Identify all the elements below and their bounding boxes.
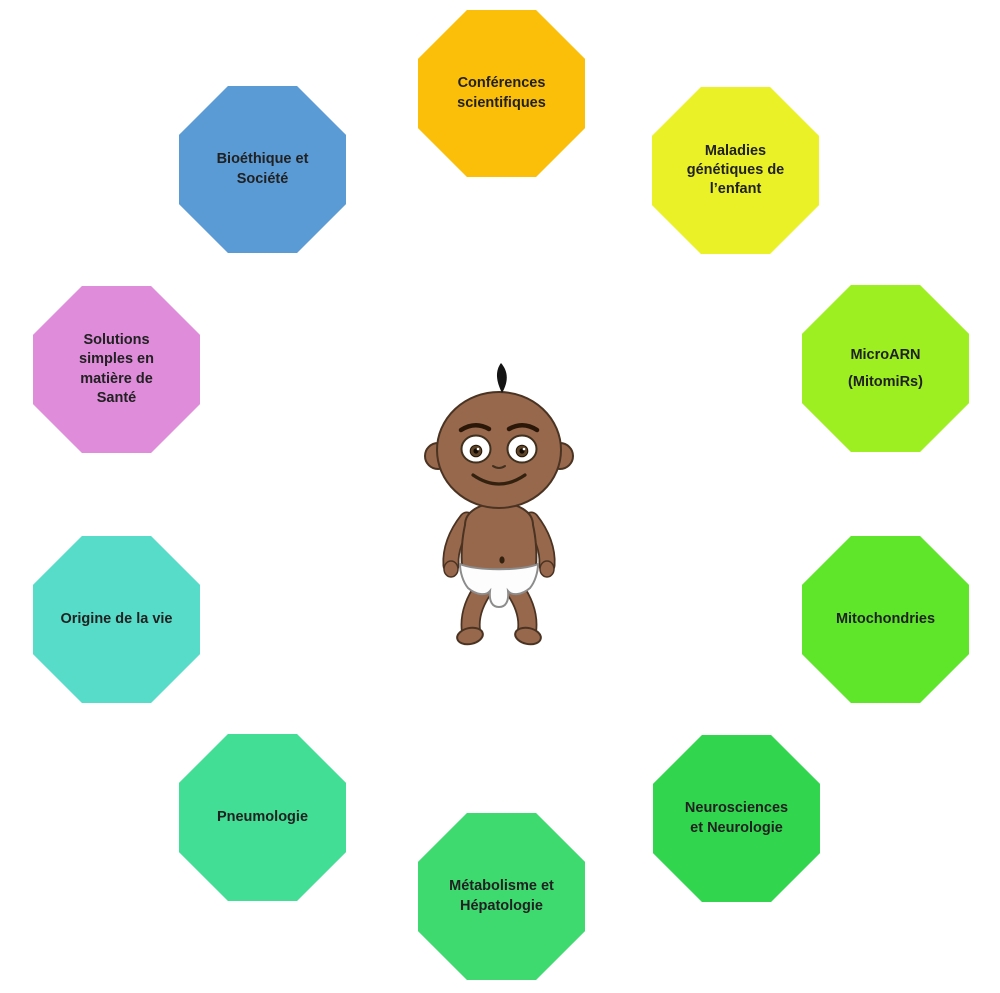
octagon-label: Mitochondries — [835, 610, 936, 627]
octagon-maladies-genetiques-enfant: Maladies génétiques de l’enfant — [652, 87, 819, 254]
baby-nose — [492, 465, 506, 469]
baby-eyebrow-right — [506, 423, 540, 433]
baby-illustration — [423, 360, 579, 646]
baby-diaper — [458, 562, 540, 609]
baby-head — [424, 363, 574, 509]
octagon-solutions-simples-sante: Solutions simples en matière de Santé — [33, 286, 200, 453]
baby-eye-left — [460, 434, 492, 464]
octagon-pneumologie: Pneumologie — [179, 734, 346, 901]
octagon-label: Métabolisme et Hépatologie — [449, 878, 554, 914]
octagon-label: Neurosciences et Neurologie — [684, 800, 789, 836]
baby-eyebrow-left — [458, 423, 492, 433]
octagon-label: Conférences scientifiques — [457, 75, 546, 111]
baby-navel — [499, 556, 505, 564]
baby-face — [436, 391, 562, 509]
octagon-metabolisme-hepatologie: Métabolisme et Hépatologie — [418, 813, 585, 980]
octagon-microarn-mitomirs: MicroARN (MitomiRs) — [802, 285, 969, 452]
octagon-label: MicroARN (MitomiRs) — [848, 346, 923, 390]
octagon-label: Origine de la vie — [60, 610, 173, 627]
octagon-label: Pneumologie — [216, 808, 309, 825]
octagon-label: Bioéthique et Société — [216, 151, 309, 187]
octagon-conferences-scientifiques: Conférences scientifiques — [418, 10, 585, 177]
octagon-mitochondries: Mitochondries — [802, 536, 969, 703]
baby-smile — [471, 473, 527, 486]
baby-eye-right — [506, 434, 538, 464]
octagon-label: Maladies génétiques de l’enfant — [686, 142, 785, 198]
octagon-label: Solutions simples en matière de Santé — [79, 332, 154, 406]
baby-svg — [424, 363, 574, 646]
octagon-bioethique-societe: Bioéthique et Société — [179, 86, 346, 253]
octagon-origine-de-la-vie: Origine de la vie — [33, 536, 200, 703]
baby-hair-curl — [496, 363, 507, 393]
octagon-neurosciences-neurologie: Neurosciences et Neurologie — [653, 735, 820, 902]
